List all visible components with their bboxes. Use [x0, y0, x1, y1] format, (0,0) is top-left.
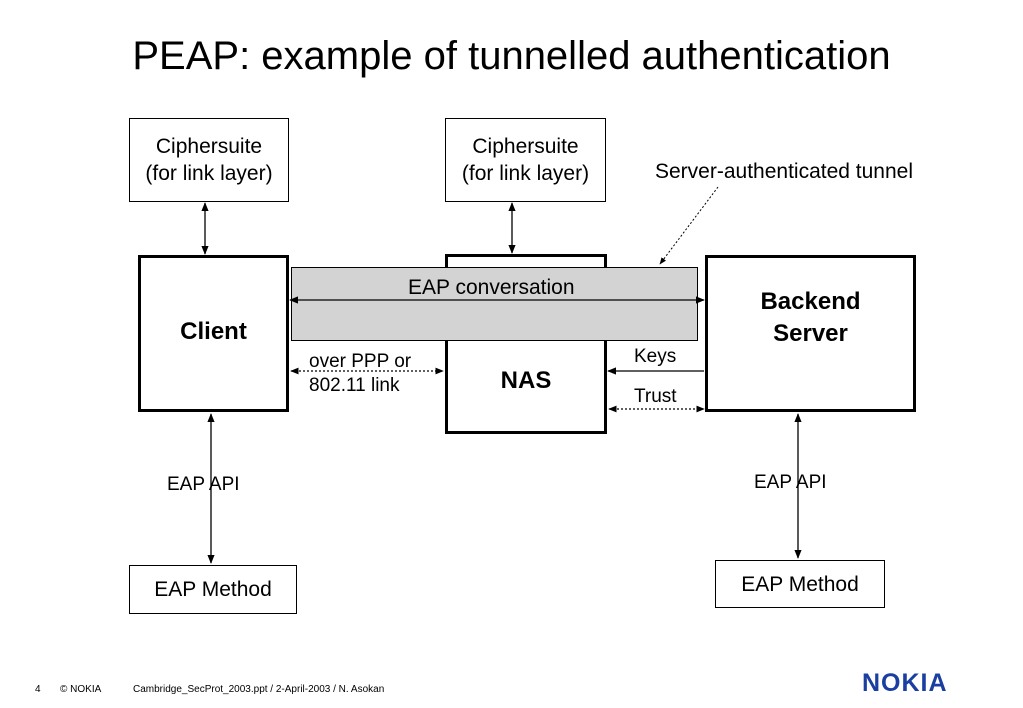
ciphersuite-left-line2: (for link layer): [145, 162, 273, 185]
eap-method-left-box: EAP Method: [129, 565, 297, 614]
ciphersuite-mid-box: Ciphersuite (for link layer): [445, 118, 606, 202]
ciphersuite-left-line1: Ciphersuite: [155, 135, 263, 158]
tunnel-label: Server-authenticated tunnel: [655, 160, 913, 183]
ciphersuite-mid-line1: Ciphersuite: [472, 135, 579, 158]
nas-label: NAS: [500, 367, 552, 394]
eap-api-left-label: EAP API: [167, 474, 240, 495]
nokia-logo: NOKIA: [862, 669, 948, 697]
footer-source: Cambridge_SecProt_2003.ppt / 2-April-200…: [133, 684, 385, 695]
tunnel-pointer: [659, 186, 719, 265]
trust-label: Trust: [634, 386, 677, 407]
eap-method-right-label: EAP Method: [741, 572, 859, 596]
backend-label-line2: Server: [773, 319, 848, 347]
keys-label: Keys: [634, 346, 677, 367]
ciphersuite-mid-line2: (for link layer): [461, 162, 590, 185]
backend-label-line1: Backend: [760, 287, 861, 315]
client-box: Client: [138, 255, 289, 412]
eap-conversation-label: EAP conversation: [408, 276, 575, 299]
ciphersuite-left-box: Ciphersuite (for link layer): [129, 118, 289, 202]
link-label-line2: 802.11 link: [309, 375, 400, 396]
footer-copyright: © NOKIA: [60, 684, 102, 695]
link-label-line1: over PPP or: [309, 351, 412, 372]
eap-method-right-box: EAP Method: [715, 560, 885, 608]
page-title: PEAP: example of tunnelled authenticatio…: [132, 34, 891, 78]
client-label: Client: [180, 317, 247, 345]
tunnel-band: [291, 267, 698, 341]
eap-method-left-label: EAP Method: [154, 578, 272, 601]
backend-server-box: Backend Server: [705, 255, 916, 412]
footer-page-number: 4: [35, 684, 41, 695]
eap-api-right-label: EAP API: [754, 472, 827, 493]
